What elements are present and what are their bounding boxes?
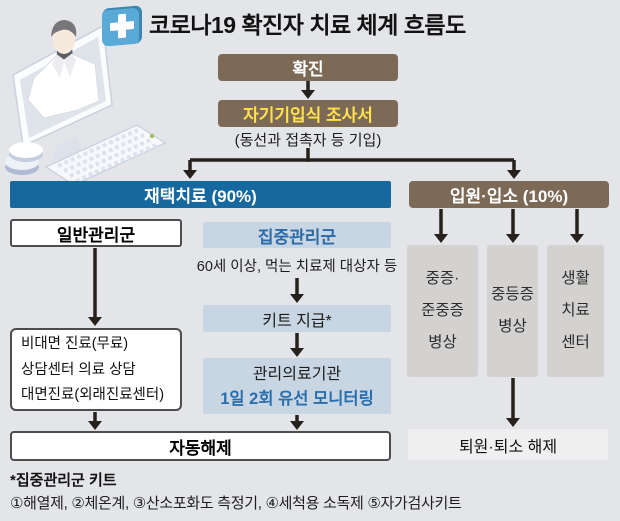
- agency-box: 관리의료기관 1일 2회 유선 모니터링: [203, 358, 391, 414]
- general-group-box: 일반관리군: [10, 219, 182, 247]
- agency-line1: 관리의료기관: [252, 366, 342, 383]
- footnote-items: ①해열제, ②체온계, ③산소포화도 측정기, ④세척용 소독제 ⑤자가검사키트: [10, 495, 462, 512]
- confirmed-box: 확진: [218, 54, 398, 81]
- kit-box: 키트 지급*: [203, 305, 391, 332]
- discharge-box: 퇴원·퇴소 해제: [408, 429, 608, 460]
- medical-cross-icon: [102, 5, 142, 47]
- agency-line2: 1일 2회 유선 모니터링: [220, 390, 374, 408]
- footnote-title: *집중관리군 키트: [10, 472, 117, 489]
- page-title: 코로나19 확진자 치료 체계 흐름도: [149, 10, 466, 40]
- intensive-caption: 60세 이상, 먹는 치료제 대상자 등: [196, 259, 398, 275]
- doctor-telemedicine-illustration: [5, 20, 167, 184]
- page-title-main: 확진자 치료 체계 흐름도: [235, 12, 466, 38]
- general-care-box: 비대면 진료(무료) 상담센터 의료 상담 대면진료(외래진료센터): [10, 328, 182, 411]
- home-care-bar: 재택치료 (90%): [10, 181, 391, 208]
- bed-box-severe: 중증· 준중증 병상: [407, 245, 478, 377]
- self-survey-box: 자기기입식 조사서: [218, 100, 398, 127]
- bed-box-living-center: 생활 치료 센터: [547, 245, 604, 377]
- survey-caption: (동선과 접촉자 등 기입): [234, 132, 382, 149]
- auto-release-box: 자동해제: [10, 431, 391, 461]
- intensive-group-box: 집중관리군: [203, 222, 391, 248]
- page-title-prefix: 코로나19: [149, 12, 236, 38]
- bed-box-moderate: 중등증 병상: [487, 245, 538, 377]
- admission-bar: 입원·입소 (10%): [409, 181, 609, 208]
